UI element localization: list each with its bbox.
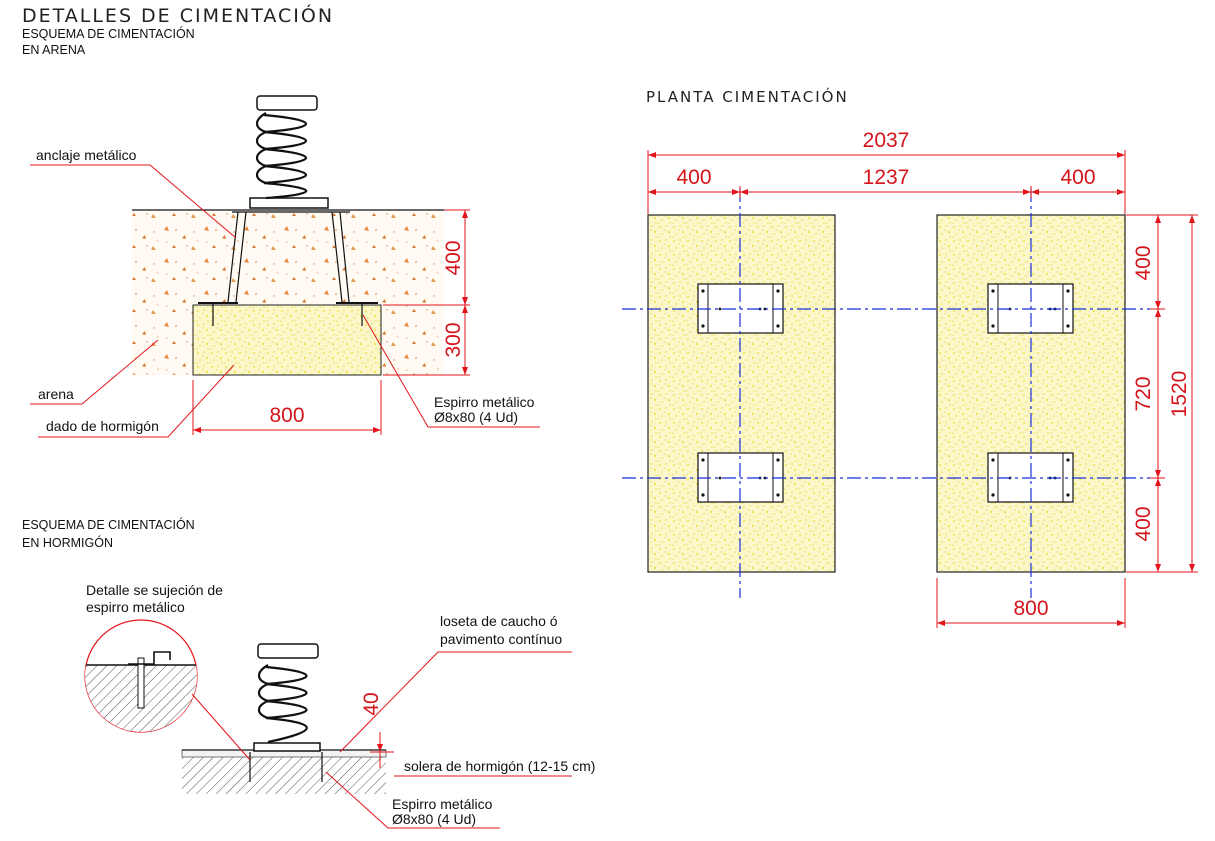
dim-plan-800: 800 (1013, 597, 1048, 620)
sand-dimensions (192, 209, 470, 435)
drawing-title: DETALLES DE CIMENTACIÓN (22, 3, 334, 27)
label-detail-2: espirro metálico (86, 599, 185, 615)
plan-dims-h (647, 150, 1126, 628)
dim-plan-v-400-bottom: 400 (1132, 506, 1155, 541)
concrete-scheme-title-1: ESQUEMA DE CIMENTACIÓN (22, 517, 195, 532)
dim-tile-40: 40 (360, 692, 383, 715)
spring-top (256, 95, 318, 111)
sand-scheme-title-2: EN ARENA (22, 43, 86, 57)
dim-plan-v-1520: 1520 (1168, 371, 1191, 418)
concrete-scheme: Detalle se sujeción de espirro metálico … (84, 582, 595, 829)
plan-title: PLANTA CIMENTACIÓN (646, 87, 849, 106)
label-anchor: anclaje metálico (36, 147, 137, 163)
dim-plan-v-720: 720 (1132, 376, 1155, 411)
plan-axes (622, 188, 1150, 598)
label-bolt-2: Ø8x80 (4 Ud) (434, 409, 518, 425)
label-bolt2-2: Ø8x80 (4 Ud) (392, 811, 476, 827)
label-detail-1: Detalle se sujeción de (86, 582, 223, 598)
concrete-scheme-title-2: EN HORMIGÓN (22, 535, 113, 550)
dim-plan-v-400-top: 400 (1132, 245, 1155, 280)
spring (255, 112, 308, 200)
base-plate (249, 197, 329, 209)
label-tile-2: pavimento contínuo (440, 631, 562, 647)
dim-plan-2037: 2037 (863, 129, 910, 152)
sand-scheme-title-1: ESQUEMA DE CIMENTACIÓN (22, 26, 195, 41)
label-tile-1: loseta de caucho ó (440, 613, 558, 629)
concrete-leaders (191, 651, 572, 829)
dim-sand-800: 800 (269, 404, 304, 427)
dim-sand-300: 300 (442, 322, 465, 357)
plan-dims-v (1126, 214, 1198, 573)
plan-view: 2037 400 1237 400 800 400 720 400 1520 (622, 129, 1198, 628)
sand-leaders (30, 164, 540, 438)
plan-bolt-holes (701, 289, 1070, 497)
concrete-slab (182, 756, 386, 794)
label-sand: arena (38, 386, 74, 402)
label-bolt-1: Espirro metálico (434, 394, 535, 410)
metal-anchor (227, 211, 350, 303)
dim-plan-400-right: 400 (1060, 166, 1095, 189)
dim-sand-400: 400 (442, 240, 465, 275)
spring-2 (257, 664, 308, 744)
sand-scheme: 400 300 800 anclaje metálico arena dado … (30, 95, 540, 438)
dim-plan-1237: 1237 (863, 166, 910, 189)
concrete-block (192, 304, 382, 376)
dim-plan-400-left: 400 (676, 166, 711, 189)
label-concrete: dado de hormigón (46, 418, 159, 434)
label-bolt2-1: Espirro metálico (392, 796, 493, 812)
plan-block-left (647, 214, 836, 573)
label-slab: solera de hormigón (12-15 cm) (404, 758, 595, 774)
